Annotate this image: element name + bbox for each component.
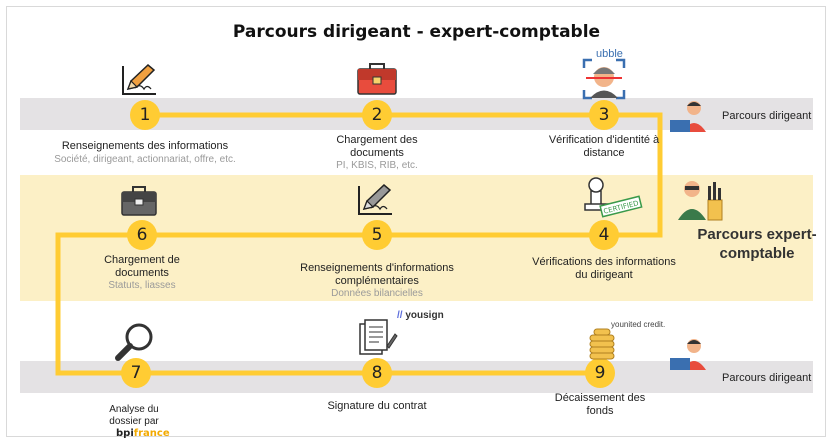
face-scan-icon: [582, 58, 626, 100]
form-pencil-icon: [358, 183, 392, 215]
lane-label-expert-comptable: Parcours expert-comptable: [697, 226, 817, 262]
certified-stamp-icon: CERTIFIED: [584, 177, 643, 218]
step-1-number: 1: [130, 100, 160, 130]
step-9-number: 9: [585, 358, 615, 388]
step-8-label: Signature du contrat: [327, 400, 427, 412]
briefcase-icon: [121, 186, 157, 216]
step-5-label: Renseignements d'informations complément…: [300, 262, 454, 287]
bpifrance-logo: bpifrance: [116, 428, 170, 439]
step-6-label: Chargement de documents: [104, 254, 180, 279]
form-pencil-icon: [122, 63, 156, 95]
accountant-icon: [678, 181, 723, 221]
contract-signing-icon: [359, 319, 398, 355]
magnifier-icon: [115, 323, 153, 361]
step-3-label: Vérification d'identité à distance: [548, 134, 660, 159]
coin-stacks-icon: [589, 328, 615, 360]
step-1-label: Renseignements des informations: [61, 140, 229, 152]
younited-logo: younited credit.: [611, 320, 666, 329]
diagram-frame: [6, 6, 826, 437]
lane-label-dirigeant-bottom: Parcours dirigeant: [722, 372, 812, 384]
step-5-number: 5: [362, 220, 392, 250]
step-4-label: Vérifications des informations du dirige…: [532, 256, 676, 281]
ubble-logo: ubble: [596, 48, 623, 60]
step-4-number: 4: [589, 220, 619, 250]
person-laptop-icon: [670, 339, 706, 370]
step-3-number: 3: [589, 100, 619, 130]
step-7-label: Analyse du dossier par: [109, 404, 159, 427]
step-2-number: 2: [362, 100, 392, 130]
step-6-number: 6: [127, 220, 157, 250]
step-9-label: Décaissement des fonds: [554, 392, 646, 417]
step-8-number: 8: [362, 358, 392, 388]
step-5-sub: Données bilancielles: [331, 288, 423, 299]
step-1-sub: Société, dirigeant, actionnariat, offre,…: [54, 154, 236, 165]
step-2-label: Chargement des documents: [336, 134, 418, 159]
yousign-logo: // yousign: [397, 310, 444, 321]
step-7-number: 7: [121, 358, 151, 388]
diagram-title: Parcours dirigeant - expert-comptable: [232, 22, 601, 42]
step-6-sub: Statuts, liasses: [108, 280, 176, 291]
step-2-sub: PI, KBIS, RIB, etc.: [336, 160, 418, 171]
briefcase-icon: [357, 63, 397, 95]
lane-label-dirigeant-top: Parcours dirigeant: [722, 110, 812, 122]
person-laptop-icon: [670, 101, 706, 132]
